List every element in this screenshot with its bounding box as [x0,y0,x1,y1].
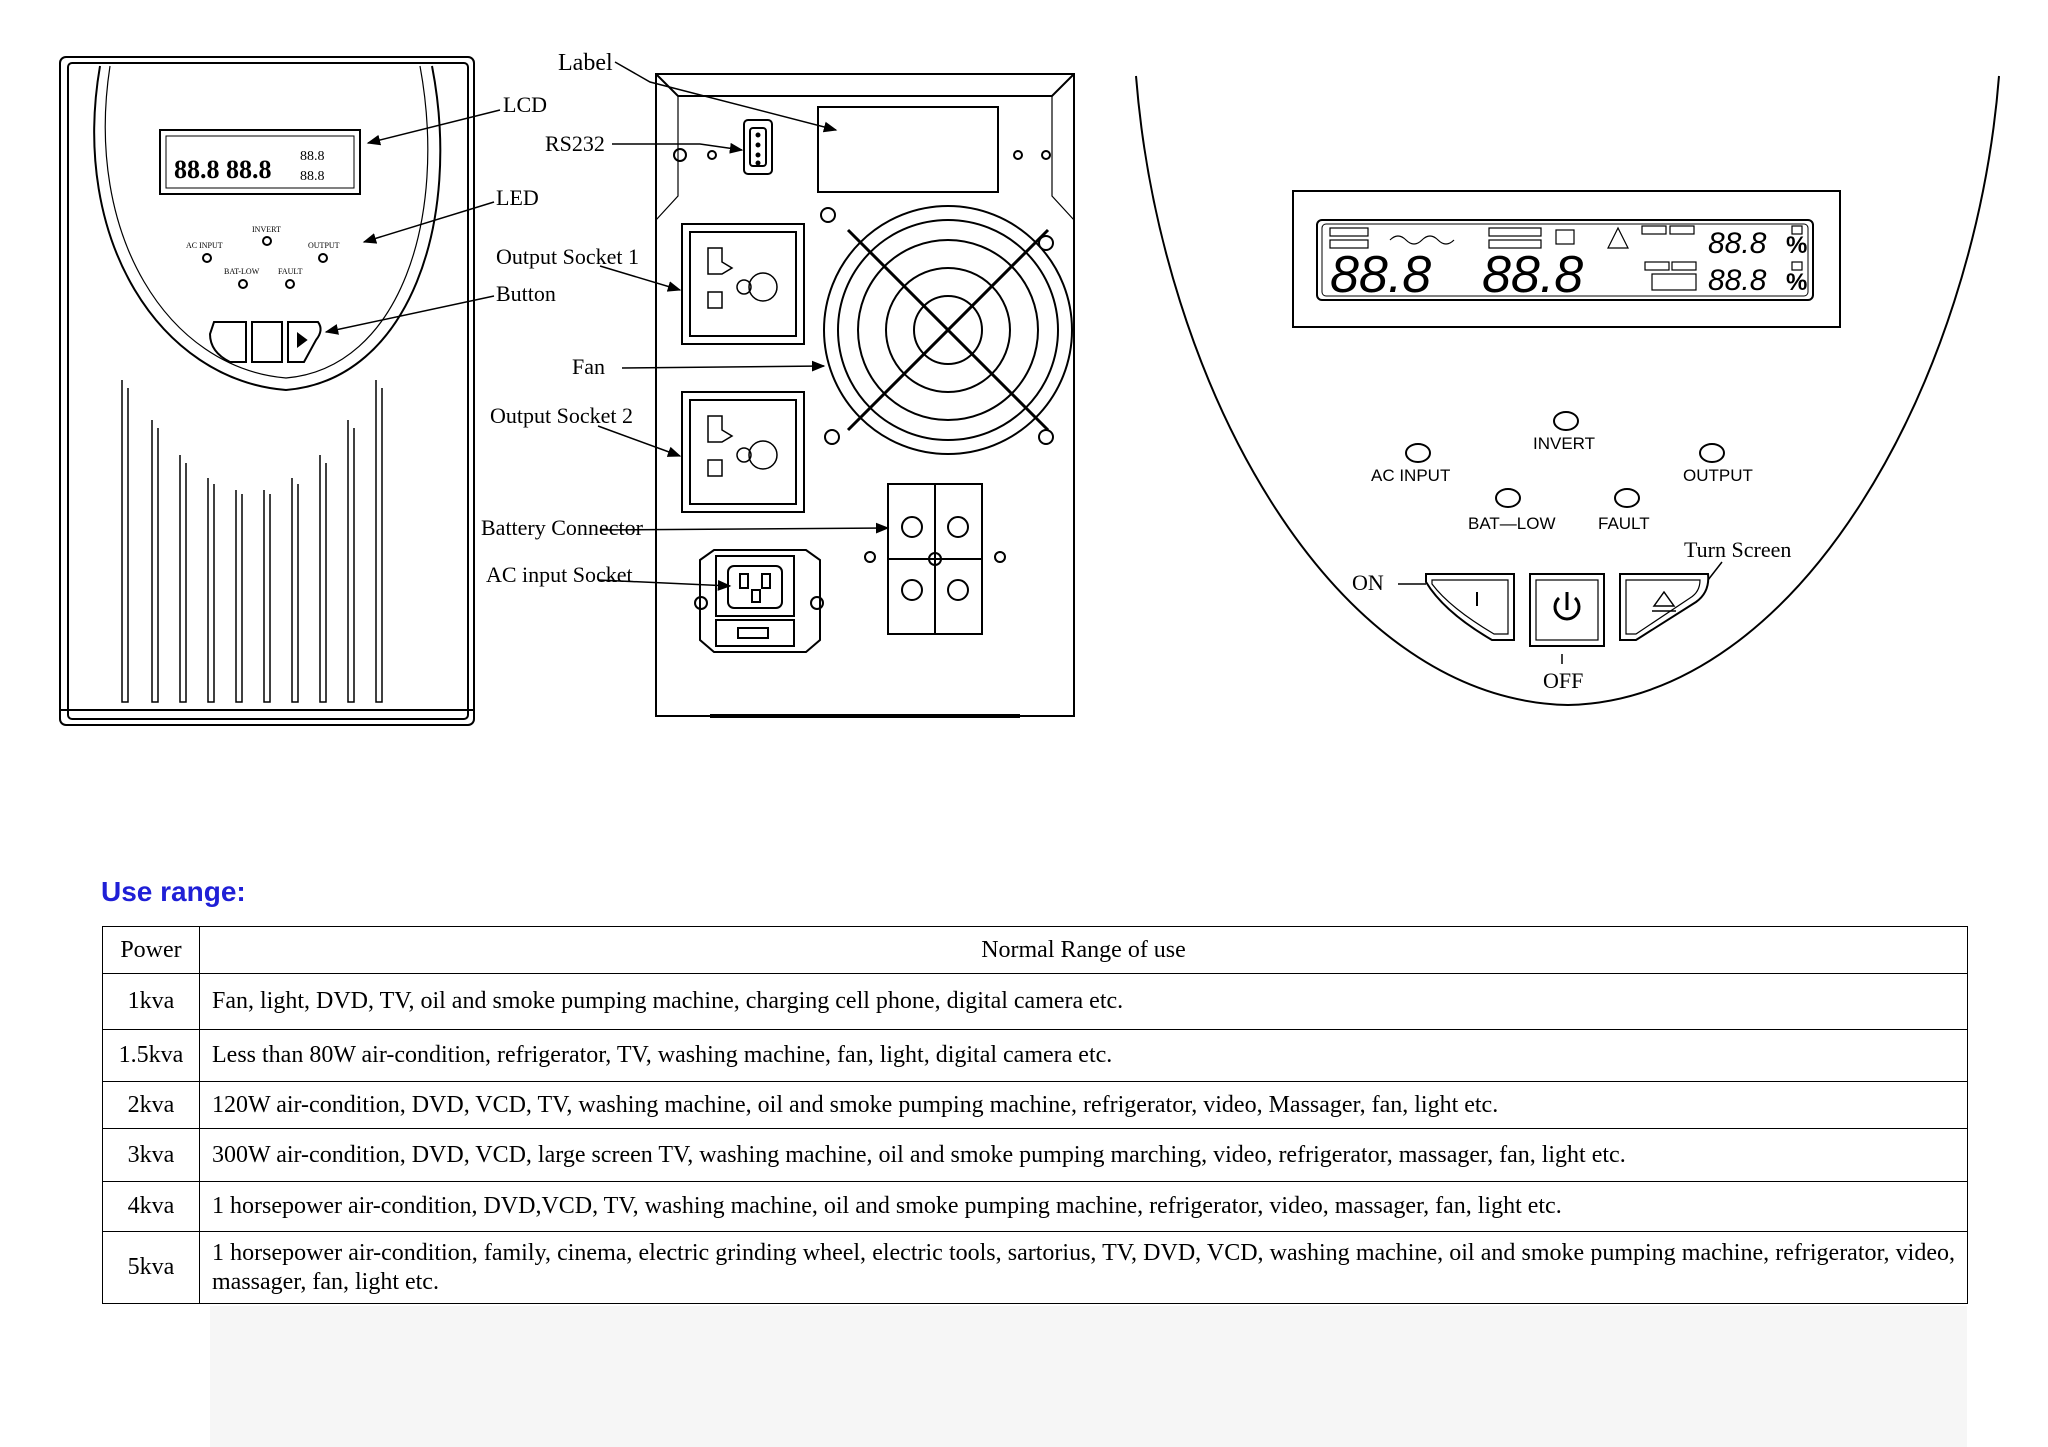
svg-text:AC INPUT: AC INPUT [1371,466,1450,485]
callout-battery-connector: Battery Connector [481,515,644,540]
svg-text:%: % [1786,232,1807,259]
led-output: OUTPUT [1683,443,1753,485]
panel-lcd-screen [1316,219,1814,301]
use-cell: 1 horsepower air-condition, family, cine… [199,1231,1968,1304]
turn-screen-label: Turn Screen [1684,537,1791,562]
table-row: 1.5kva Less than 80W air-condition, refr… [102,1029,1968,1082]
svg-text:FAULT: FAULT [278,267,303,276]
ac-input-socket [694,549,824,653]
svg-text:88.8: 88.8 [1482,246,1583,304]
power-cell: 5kva [102,1231,200,1304]
off-label: OFF [1543,668,1583,693]
on-label: ON [1352,570,1384,595]
table-row: 5kva 1 horsepower air-condition, family,… [102,1231,1968,1304]
label-area [817,106,999,193]
svg-text:88.8: 88.8 [1330,246,1431,304]
callouts: Label LCD RS232 LED Output Socket 1 Butt… [324,50,890,591]
front-buttons [208,321,322,363]
use-range-heading: Use range: [101,876,246,907]
svg-text:OUTPUT: OUTPUT [308,241,340,250]
battery-connector [864,483,1006,635]
led-fault: FAULT [1598,488,1650,533]
rs232-port [673,119,1051,175]
led-ac-input: AC INPUT [1371,443,1450,485]
ups-back-view [655,73,1075,718]
callout-button: Button [496,281,556,306]
callout-led: LED [496,185,539,210]
callout-label: Label [558,50,613,76]
power-cell: 4kva [102,1181,200,1232]
front-lcd-screen [159,129,361,195]
led-bat-low: BAT—LOW [1468,488,1556,533]
callout-ac-input-socket: AC input Socket [486,562,633,587]
svg-text:%: % [1786,269,1807,296]
svg-text:88.8 88.8: 88.8 88.8 [174,155,272,184]
callout-rs232: RS232 [545,131,605,156]
table-row: 2kva 120W air-condition, DVD, VCD, TV, w… [102,1081,1968,1129]
power-cell: 1.5kva [102,1029,200,1082]
svg-text:INVERT: INVERT [1533,434,1595,453]
fan-grille [820,205,1073,455]
ups-diagram: 88.8 88.8 88.8 88.8 AC INPUT INVERT OUTP… [59,50,2000,726]
front-vent-slots [121,380,383,703]
power-off-button [1529,573,1605,647]
power-cell: 2kva [102,1081,200,1129]
control-panel-closeup: 88.8 88.8 88.8 88.8 % % INVERT AC INPUT … [1135,75,2000,707]
use-cell: Fan, light, DVD, TV, oil and smoke pumpi… [199,973,1968,1030]
use-cell: 120W air-condition, DVD, VCD, TV, washin… [199,1081,1968,1129]
front-led-output: OUTPUT [308,241,340,263]
svg-text:88.8: 88.8 [1708,264,1767,297]
header-power: Power [102,926,200,974]
use-cell: 300W air-condition, DVD, VCD, large scre… [199,1128,1968,1182]
svg-text:BAT-LOW: BAT-LOW [224,267,260,276]
panel-lcd-frame [1292,190,1841,328]
ups-front-view: 88.8 88.8 88.8 88.8 AC INPUT INVERT OUTP… [59,56,475,726]
svg-text:88.8: 88.8 [1708,227,1767,260]
svg-text:88.8: 88.8 [300,169,325,184]
header-normal-range: Normal Range of use [199,926,1968,974]
page-shade [210,1306,1967,1447]
table-row: 4kva 1 horsepower air-condition, DVD,VCD… [102,1181,1968,1232]
table-row: 1kva Fan, light, DVD, TV, oil and smoke … [102,973,1968,1030]
led-invert: INVERT [1533,411,1595,453]
svg-text:AC INPUT: AC INPUT [186,241,223,250]
svg-text:FAULT: FAULT [1598,514,1650,533]
use-range-table: Power Normal Range of use 1kva Fan, ligh… [102,926,1968,1304]
power-cell: 1kva [102,973,200,1030]
use-cell: 1 horsepower air-condition, DVD,VCD, TV,… [199,1181,1968,1232]
svg-text:88.8: 88.8 [300,149,325,164]
front-led-fault: FAULT [278,267,303,289]
callout-output-socket-2: Output Socket 2 [490,403,633,428]
svg-text:INVERT: INVERT [252,225,281,234]
table-row: 3kva 300W air-condition, DVD, VCD, large… [102,1128,1968,1182]
power-cell: 3kva [102,1128,200,1182]
use-cell: Less than 80W air-condition, refrigerato… [199,1029,1968,1082]
output-socket-2 [681,391,805,513]
table-header-row: Power Normal Range of use [102,926,1968,974]
callout-fan: Fan [572,354,605,379]
callout-output-socket-1: Output Socket 1 [496,244,639,269]
svg-text:BAT—LOW: BAT—LOW [1468,514,1556,533]
front-led-bat-low: BAT-LOW [224,267,260,289]
turn-screen-button [1619,573,1710,641]
front-led-invert: INVERT [252,225,281,246]
output-socket-1 [681,223,805,345]
svg-text:OUTPUT: OUTPUT [1683,466,1753,485]
on-button [1425,573,1515,641]
callout-lcd: LCD [503,92,547,117]
front-led-ac-input: AC INPUT [186,241,223,263]
